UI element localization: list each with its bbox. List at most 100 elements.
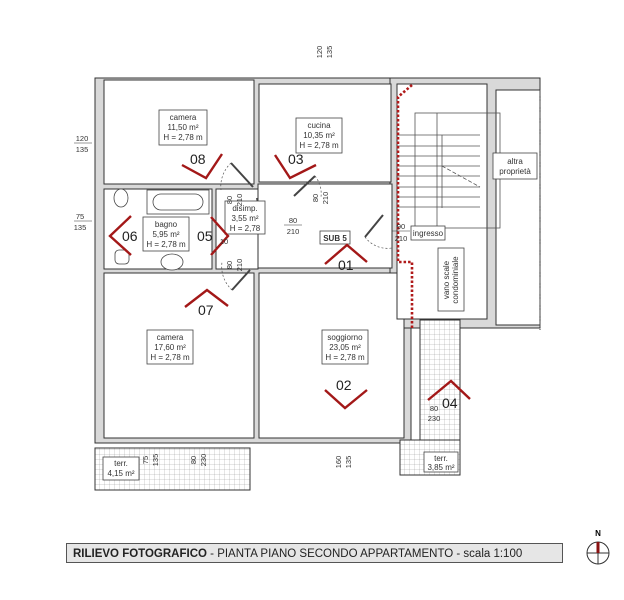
title-rest: - PIANTA PIANO SECONDO APPARTAMENTO - sc…	[206, 548, 523, 560]
bathroom-fixtures	[113, 188, 210, 271]
room-name: cucina	[307, 121, 331, 130]
svg-text:210: 210	[321, 192, 330, 205]
altra-text: altra	[507, 157, 523, 166]
svg-text:135: 135	[325, 46, 334, 59]
svg-text:230: 230	[199, 454, 208, 467]
room-name: camera	[170, 113, 197, 122]
marker-number: 02	[336, 377, 352, 393]
proprieta-text: proprietà	[499, 167, 531, 176]
room-height: H = 2,78 m	[163, 133, 203, 142]
marker-number: 04	[442, 395, 458, 411]
room-ingresso-area	[257, 183, 393, 269]
room-height: H = 2,78 m	[299, 141, 339, 150]
svg-text:90: 90	[397, 222, 405, 231]
room-label-terrace-right: terr. 3,85 m²	[423, 451, 459, 473]
sub-text: SUB 5	[323, 234, 347, 243]
room-label-disimpegno: disimp. 3,55 m² H = 2,78	[224, 200, 266, 235]
svg-text:120: 120	[76, 134, 89, 143]
photo-marker-08: 08	[181, 151, 223, 180]
room-label-terrace-left: terr. 4,15 m²	[102, 456, 140, 481]
label-altra-proprieta: altra proprietà	[492, 152, 538, 180]
marker-number: 03	[288, 151, 304, 167]
marker-number: 07	[198, 302, 214, 318]
room-name: terr.	[114, 459, 128, 468]
ingresso-text: ingresso	[413, 229, 444, 238]
altra-proprieta-area	[495, 89, 541, 326]
room-label-camera-2: camera 17,60 m² H = 2,78 m	[146, 329, 194, 365]
svg-text:80: 80	[311, 194, 320, 202]
svg-text:80: 80	[189, 456, 198, 464]
marker-number: 01	[338, 257, 354, 273]
room-height: H = 2,78	[230, 224, 261, 233]
svg-text:135: 135	[76, 145, 89, 154]
photo-marker-04: 04	[427, 379, 471, 411]
svg-text:75: 75	[141, 456, 150, 464]
room-height: H = 2,78 m	[146, 240, 186, 249]
photo-marker-05: 05 10	[197, 216, 230, 256]
room-height: H = 2,78 m	[325, 353, 365, 362]
room-area: 3,55 m²	[231, 214, 258, 223]
room-name: terr.	[434, 454, 448, 463]
room-name: bagno	[155, 220, 178, 229]
svg-text:160: 160	[334, 456, 343, 469]
svg-text:80: 80	[225, 261, 234, 269]
marker-number: 05	[197, 228, 213, 244]
room-area: 5,95 m²	[152, 230, 179, 239]
svg-text:75: 75	[76, 212, 84, 221]
partial-dimension: 10	[220, 237, 228, 246]
room-area: 4,15 m²	[107, 469, 134, 478]
stairs	[397, 112, 501, 229]
svg-text:135: 135	[74, 223, 87, 232]
north-label: N	[595, 529, 601, 538]
photo-marker-03: 03	[273, 151, 317, 180]
room-label-bagno: bagno 5,95 m² H = 2,78 m	[142, 216, 190, 252]
svg-text:120: 120	[315, 46, 324, 59]
room-area: 23,05 m²	[329, 343, 361, 352]
svg-text:210: 210	[235, 259, 244, 272]
svg-text:135: 135	[151, 454, 160, 467]
room-area: 3,85 m²	[427, 463, 454, 472]
room-label-soggiorno: soggiorno 23,05 m² H = 2,78 m	[321, 329, 369, 365]
label-sub5: SUB 5	[319, 230, 351, 245]
north-arrow: N	[583, 529, 613, 569]
title-bold: RILIEVO FOTOGRAFICO	[73, 548, 207, 560]
photo-marker-07: 07	[184, 288, 229, 318]
room-label-camera-1: camera 11,50 m² H = 2,78 m	[158, 109, 208, 146]
condominiale-text: condominiale	[451, 256, 460, 304]
compass-icon	[586, 541, 610, 565]
title-bar: RILIEVO FOTOGRAFICO - PIANTA PIANO SECON…	[66, 543, 563, 563]
room-name: disimp.	[232, 204, 257, 213]
room-name: camera	[157, 333, 184, 342]
room-area: 11,50 m²	[168, 123, 199, 132]
svg-text:80: 80	[225, 196, 234, 204]
svg-text:210: 210	[287, 227, 300, 236]
room-height: H = 2,78 m	[150, 353, 190, 362]
room-label-cucina: cucina 10,35 m² H = 2,78 m	[295, 117, 343, 154]
svg-text:135: 135	[344, 456, 353, 469]
photo-marker-06: 06	[108, 215, 138, 256]
svg-text:210: 210	[235, 194, 244, 207]
svg-text:80: 80	[430, 404, 438, 413]
marker-number: 08	[190, 151, 206, 167]
vano-scale-text: vano scale	[442, 260, 451, 299]
photo-marker-01: 01	[324, 243, 368, 273]
photo-marker-02: 02	[324, 377, 368, 410]
room-area: 17,60 m²	[154, 343, 186, 352]
room-area: 10,35 m²	[303, 131, 335, 140]
label-vano-scale: vano scale condominiale	[437, 247, 465, 312]
svg-text:80: 80	[289, 216, 297, 225]
marker-number: 06	[122, 228, 138, 244]
svg-text:230: 230	[428, 414, 441, 423]
room-name: soggiorno	[327, 333, 363, 342]
